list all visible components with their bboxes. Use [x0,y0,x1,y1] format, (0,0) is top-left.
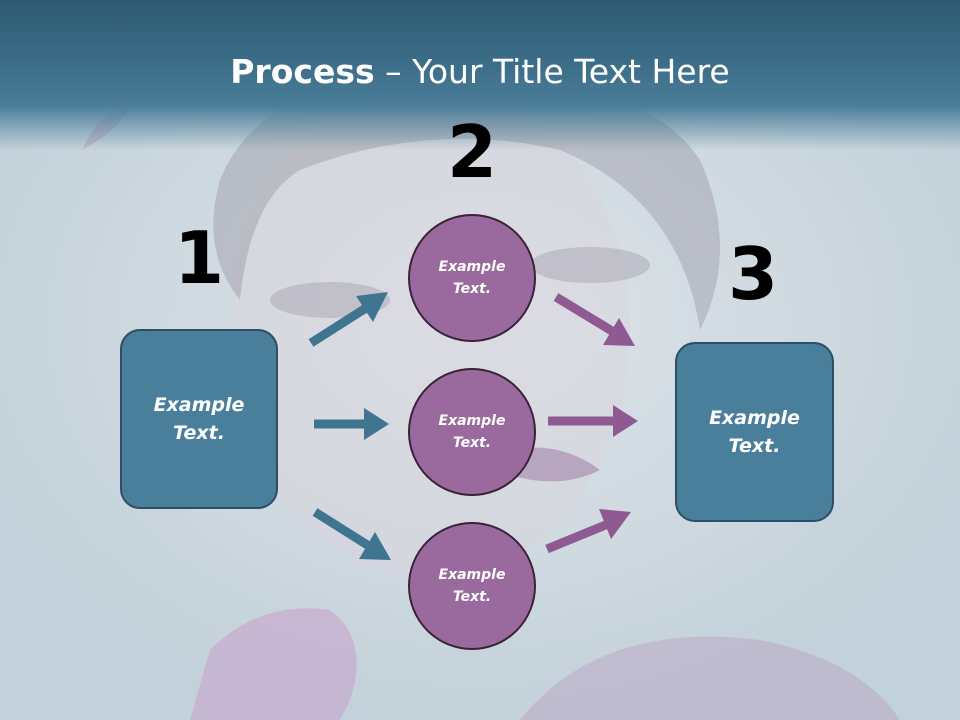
arrow-circle-top-to-box3 [553,293,635,346]
circle-bottom-line2: Text. [452,589,492,605]
circle-middle-line2: Text. [452,435,492,451]
slide-title: Process – Your Title Text Here [0,52,960,91]
arrow-box1-to-circle-bottom [312,508,391,560]
step-1-box-line2: Text. [173,422,225,444]
step-2-circle-top: Example Text. [408,214,536,342]
step-number-3: 3 [727,232,779,316]
circle-middle-line1: Example [438,412,506,429]
title-bold: Process [230,52,375,91]
arrow-box1-to-circle-top [308,292,388,347]
step-2-circle-bottom: Example Text. [408,522,536,650]
step-3-box: Example Text. [675,342,834,522]
step-3-box-line2: Text. [728,435,781,457]
step-3-box-line1: Example [709,406,800,429]
circle-bottom-line1: Example [438,566,506,583]
circle-top-line1: Example [438,258,506,275]
step-number-1: 1 [173,216,225,300]
step-2-circle-middle: Example Text. [408,368,536,496]
arrow-circle-bottom-to-box3 [545,509,631,554]
title-bar [0,0,960,150]
step-number-2: 2 [446,110,498,194]
arrow-box1-to-circle-middle [314,408,389,440]
step-1-box: Example Text. [120,329,278,509]
step-1-box-line1: Example [153,393,245,416]
title-rest: – Your Title Text Here [374,52,730,91]
circle-top-line2: Text. [452,281,492,297]
arrow-circle-middle-to-box3 [548,405,638,437]
